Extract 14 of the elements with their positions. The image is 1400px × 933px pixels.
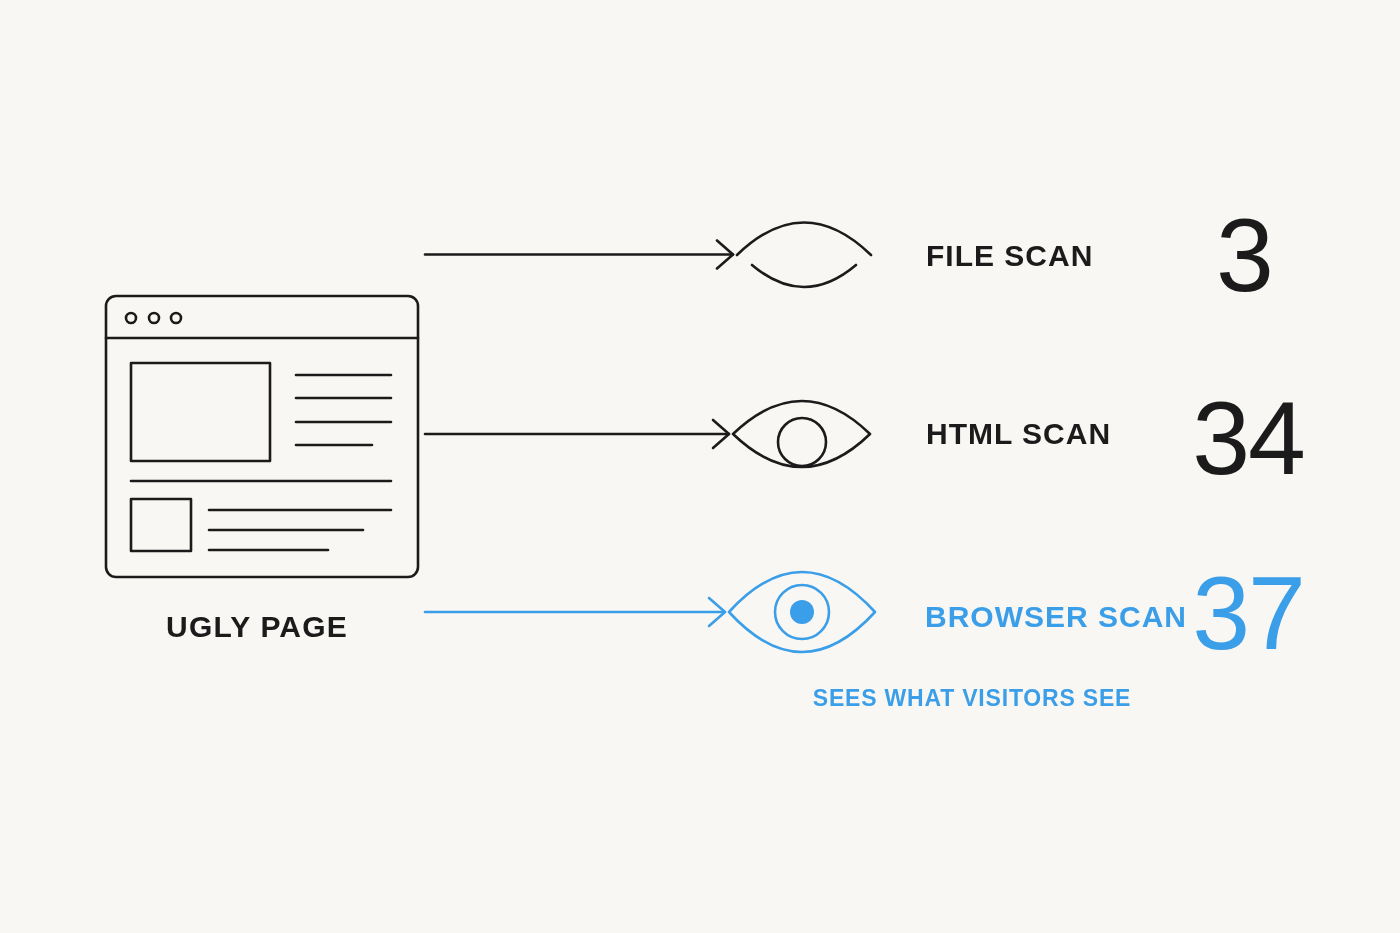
eye-icon [730, 398, 873, 470]
note-text: SEES WHAT VISITORS SEE [812, 687, 1132, 710]
scan-label: BROWSER SCAN [925, 602, 1187, 632]
arrow [423, 596, 727, 628]
score-number: 34 [1192, 386, 1304, 490]
scan-label: FILE SCAN [926, 240, 1094, 271]
closed-eye-icon [734, 218, 874, 291]
arrow [423, 239, 735, 270]
node-label: UGLY PAGE [166, 611, 348, 642]
scan-label: HTML SCAN [926, 418, 1112, 449]
eye-icon [726, 568, 878, 656]
score-number: 37 [1192, 561, 1304, 665]
arrow [423, 418, 731, 450]
score-number: 3 [1216, 203, 1272, 307]
